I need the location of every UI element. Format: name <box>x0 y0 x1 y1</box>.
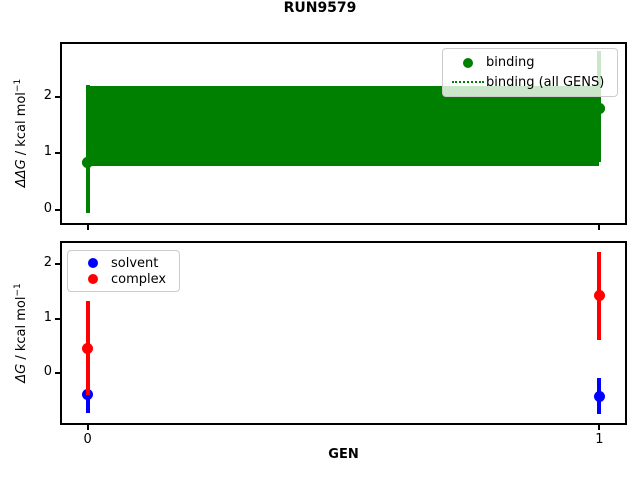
complex-marker-icon <box>75 274 111 284</box>
y-tick-mark <box>55 152 60 155</box>
complex-point-gen0 <box>82 342 94 354</box>
legend-item-complex: complex <box>75 271 172 287</box>
y-tick-label: 2 <box>43 87 52 103</box>
legend-item-binding-all-gens: binding (all GENS) <box>450 73 610 92</box>
y-tick-mark <box>55 208 60 211</box>
bottom-axes-components: solvent complex 0 1 2 0 1 <box>44 241 627 447</box>
x-tick-mark <box>598 223 601 230</box>
y-tick-mark <box>55 372 60 375</box>
y-tick-label: 1 <box>43 144 52 160</box>
binding-point-gen0 <box>82 157 94 169</box>
legend-item-solvent: solvent <box>75 255 172 271</box>
dotted-line-icon <box>450 81 486 84</box>
y-tick-label: 2 <box>43 255 52 271</box>
binding-all-gens-band <box>87 85 600 166</box>
top-legend: binding binding (all GENS) <box>442 48 618 97</box>
top-axes-binding: binding binding (all GENS) 0 1 2 <box>44 42 627 230</box>
y-tick-label: 0 <box>43 364 52 380</box>
x-tick-mark <box>598 423 601 430</box>
complex-point-gen1 <box>593 290 605 302</box>
legend-item-binding: binding <box>450 53 610 72</box>
bottom-legend: solvent complex <box>67 250 180 292</box>
y-tick-mark <box>55 95 60 98</box>
y-tick-mark <box>55 263 60 266</box>
solvent-marker-icon <box>75 258 111 268</box>
y-tick-label: 0 <box>43 200 52 216</box>
x-tick-mark <box>86 223 89 230</box>
x-tick-label: 1 <box>595 432 604 447</box>
binding-point-gen1 <box>593 102 605 114</box>
x-tick-label: 0 <box>83 432 92 447</box>
solvent-point-gen1 <box>593 390 605 402</box>
x-axis-label: GEN <box>328 447 359 462</box>
binding-marker-icon <box>450 57 486 68</box>
x-tick-mark <box>86 423 89 430</box>
y-tick-label: 1 <box>43 309 52 325</box>
y-tick-mark <box>55 317 60 320</box>
chart-title: RUN9579 <box>283 0 357 16</box>
